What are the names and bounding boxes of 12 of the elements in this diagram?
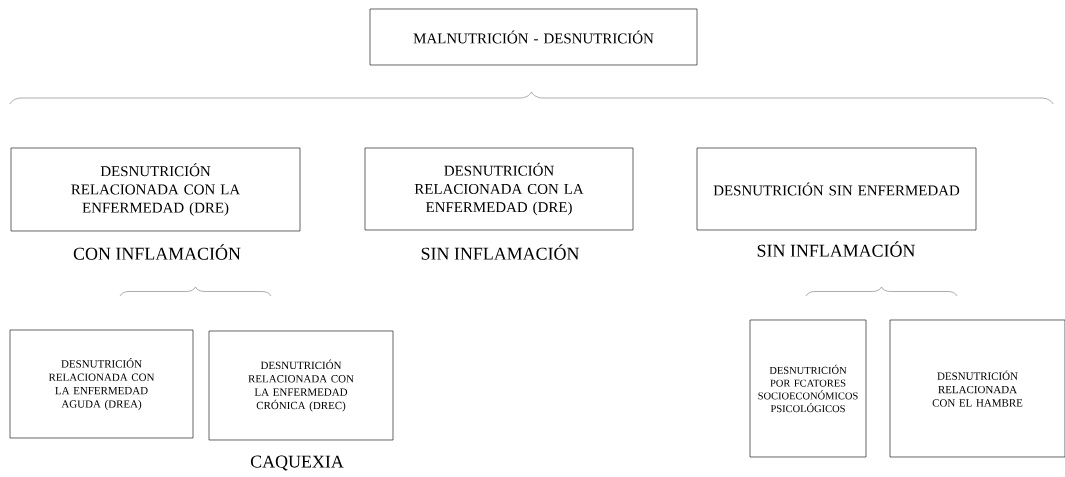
category-box: DESNUTRICIÓN POR FCATORES SOCIOECONÓMICOS PSICOLÓGICOS: [749, 319, 867, 458]
category-box: DESNUTRICIÓN RELACIONADA CON LA ENFERMEDAD CRÓNICA (DREC): [208, 330, 394, 441]
category-label: SIN INFLAMACIÓN: [757, 241, 916, 257]
category-label: CON INFLAMACIÓN: [73, 244, 241, 260]
category-box: DESNUTRICIÓN RELACIONADA CON LA ENFERMEDAD (DRE): [364, 147, 634, 231]
category-box: DESNUTRICIÓN RELACIONADA CON EL HAMBRE: [889, 319, 1065, 458]
category-label: SIN INFLAMACIÓN: [421, 244, 580, 260]
category-label: CAQUEXIA: [250, 455, 344, 471]
category-box: MALNUTRICIÓN - DESNUTRICIÓN: [369, 8, 698, 66]
category-box: DESNUTRICIÓN SIN ENFERMEDAD: [696, 147, 977, 231]
category-box: DESNUTRICIÓN RELACIONADA CON LA ENFERMEDAD AGUDA (DREA): [9, 329, 194, 439]
category-box: DESNUTRICIÓN RELACIONADA CON LA ENFERMEDAD (DRE): [10, 147, 301, 232]
